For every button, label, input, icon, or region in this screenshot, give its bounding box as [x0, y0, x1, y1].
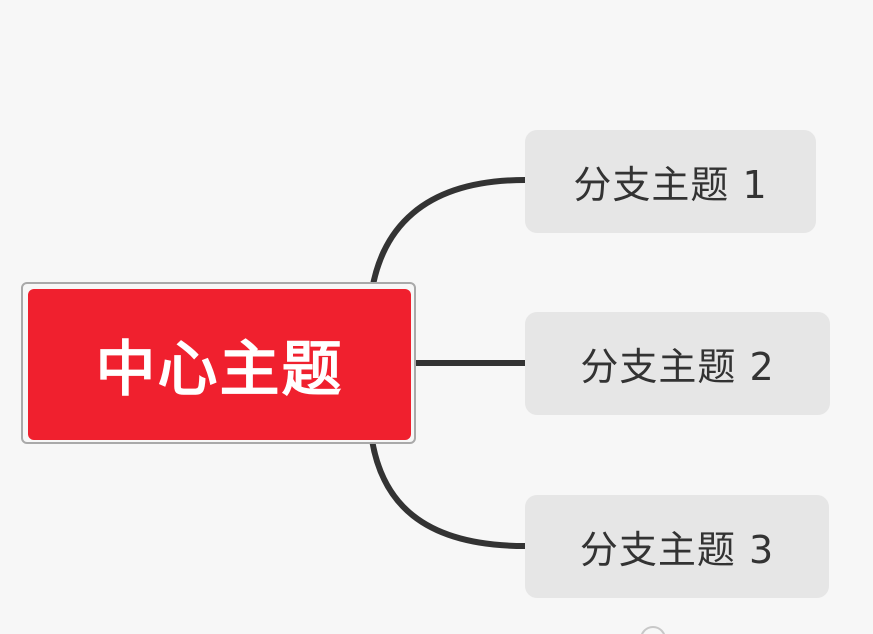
branch-topic-2[interactable]: 分支主题 2	[525, 312, 830, 415]
branch-topic-3-label: 分支主题 3	[579, 528, 775, 572]
central-topic-node[interactable]: 中心主题	[28, 289, 411, 440]
branch-topic-2-label: 分支主题 2	[580, 345, 775, 389]
connector-branch-1	[369, 177, 528, 293]
branch-topic-3[interactable]: 分支主题 3	[525, 495, 829, 598]
central-topic-label: 中心主题	[95, 335, 344, 405]
branch-topic-1[interactable]: 分支主题 1	[525, 130, 816, 233]
connector-branch-3	[369, 437, 528, 549]
branch-topic-1-label: 分支主题 1	[573, 163, 768, 207]
